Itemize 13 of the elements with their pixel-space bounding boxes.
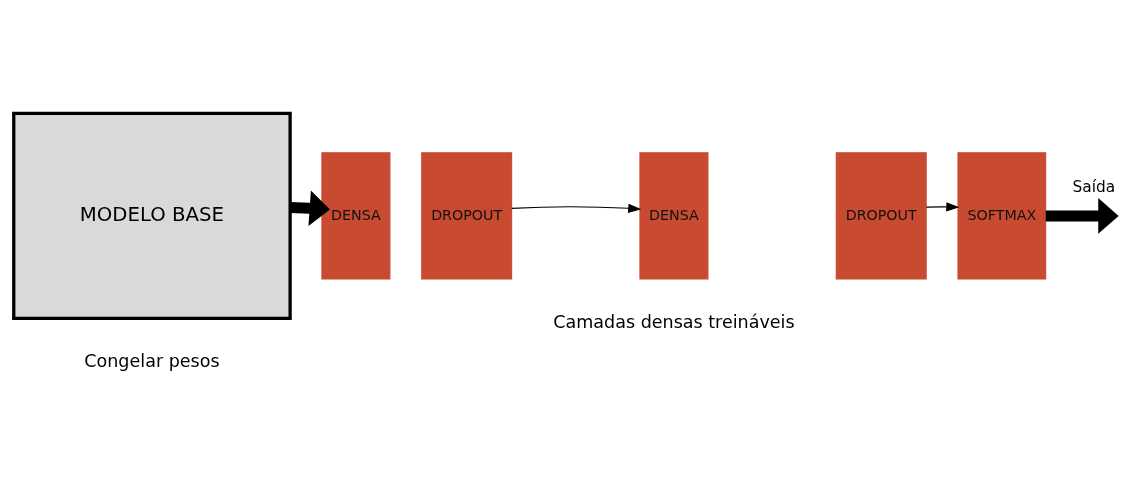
node-box: MODELO BASE (12, 111, 292, 320)
label: Congelar pesos (84, 350, 220, 371)
node-box: DROPOUT (835, 151, 927, 280)
node-box: DENSA (639, 151, 709, 280)
arrow (925, 201, 960, 211)
edge-label: Saída (1072, 176, 1116, 195)
node-box: DROPOUT (421, 151, 513, 280)
label: Camadas densas treináveis (553, 311, 795, 332)
arrow (511, 203, 642, 213)
arrow (289, 189, 331, 226)
node-box: DENSA (321, 151, 391, 280)
arrow (1045, 197, 1119, 234)
node-box: SOFTMAX (957, 151, 1047, 280)
